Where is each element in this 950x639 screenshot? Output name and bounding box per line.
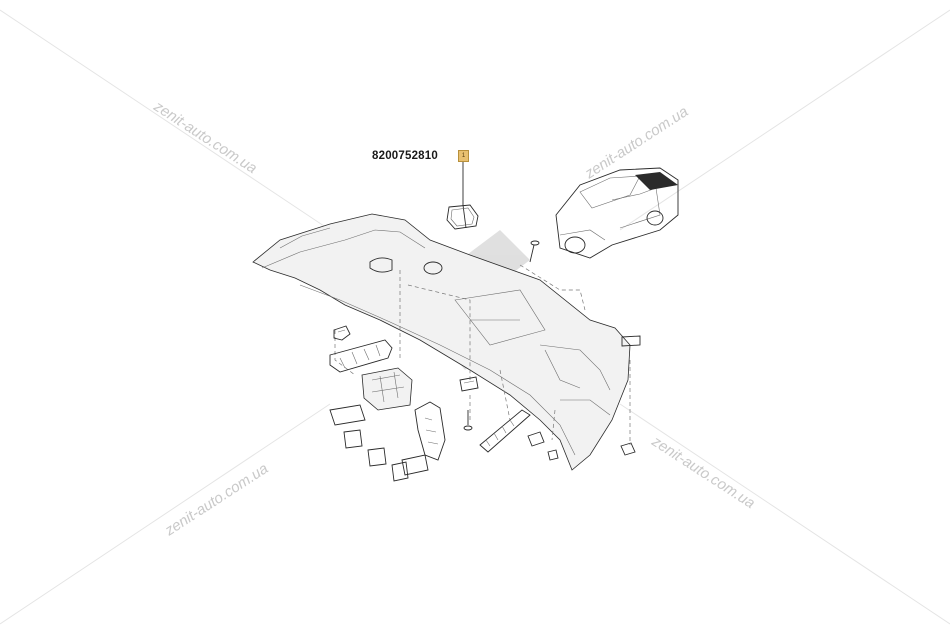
screw-part[interactable] [463,410,473,431]
part-callout-marker[interactable]: 1 [458,150,469,162]
clip-part-center[interactable] [459,376,479,392]
bracket-long[interactable] [479,409,531,453]
rear-bumper[interactable] [252,213,631,471]
clip-part-left[interactable] [333,325,351,341]
bracket-left[interactable] [329,339,393,373]
plate-part[interactable] [621,335,641,347]
reflector-housing[interactable] [361,367,413,411]
assembly-lines [334,264,631,445]
watermark-lines [0,9,950,625]
bumper-plug-part[interactable] [446,204,479,230]
car-thumbnail [555,167,679,259]
clip-group[interactable] [329,404,429,482]
clip-part-right[interactable] [527,431,559,461]
screw-part-top[interactable] [529,240,540,263]
part-number-label: 8200752810 [372,150,438,162]
nut-part[interactable] [620,442,636,456]
bracket-side[interactable] [414,401,446,461]
